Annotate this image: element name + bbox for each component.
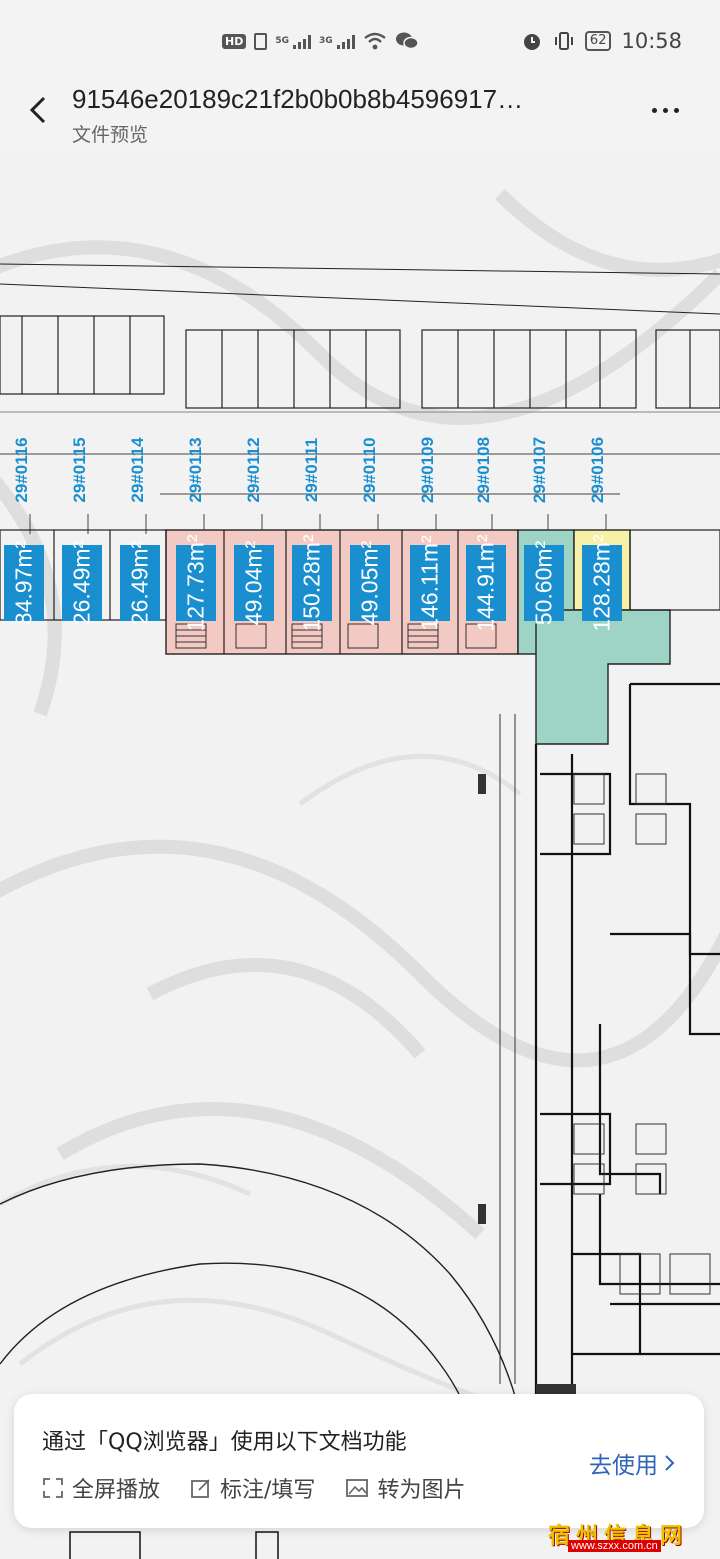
annotate-label: 标注/填写 xyxy=(220,1478,316,1503)
qq-browser-promo-card[interactable]: 通过「QQ浏览器」使用以下文档功能 全屏播放 标注/填写 转为图片 去使用 xyxy=(14,1394,704,1528)
more-options-icon[interactable] xyxy=(652,100,692,120)
chevron-right-icon xyxy=(665,1455,675,1471)
unit-number: 29#0115 xyxy=(70,437,89,503)
hd-icon: HD xyxy=(222,33,247,49)
convert-image-action[interactable]: 转为图片 xyxy=(345,1472,465,1504)
annotate-action[interactable]: 标注/填写 xyxy=(190,1472,315,1504)
image-icon xyxy=(346,1479,369,1497)
fullscreen-label: 全屏播放 xyxy=(72,1478,161,1503)
promo-actions: 全屏播放 标注/填写 转为图片 xyxy=(42,1472,465,1504)
page-subtitle: 文件预览 xyxy=(72,124,149,146)
status-time: 10:58 xyxy=(621,29,682,53)
unit-number: 29#0110 xyxy=(360,437,379,503)
fullscreen-icon xyxy=(43,1478,63,1498)
edit-icon xyxy=(191,1479,210,1498)
unit-area-tag: 150.28m² xyxy=(292,534,332,632)
unit-number: 29#0116 xyxy=(12,437,31,503)
unit-number: 29#0113 xyxy=(186,437,205,503)
unit-area-tag: 49.04m² xyxy=(234,541,274,625)
unit-area-tag: 127.73m² xyxy=(176,534,216,632)
unit-number: 29#0114 xyxy=(128,437,147,503)
unit-number: 29#0108 xyxy=(474,436,493,504)
document-preview[interactable]: 29#0116 29#0115 29#0114 29#0113 29#0112 … xyxy=(0,154,720,1559)
site-watermark-logo: 宿州信息网 www.szxx.com.cn xyxy=(548,1518,698,1552)
status-bar: HD 5G 3G 62 10:58 xyxy=(0,0,720,80)
unit-area-tag: 49.05m² xyxy=(350,541,390,625)
signal-icon xyxy=(293,33,311,49)
wifi-icon xyxy=(363,32,386,50)
network-b-label: 3G xyxy=(319,36,333,46)
alarm-icon xyxy=(523,34,540,50)
unit-area-tag: 84.97m² xyxy=(4,541,44,625)
watermark-url: www.szxx.com.cn xyxy=(568,1540,661,1552)
battery-icon: 62 xyxy=(584,31,612,51)
app-header: 91546e20189c21f2b0b0b8b4596917… 文件预览 xyxy=(0,80,720,154)
unit-area-tag: 128.28m² xyxy=(582,534,622,632)
convert-image-label: 转为图片 xyxy=(377,1478,466,1503)
unit-area-tag: 26.49m² xyxy=(62,541,102,625)
sim-icon xyxy=(254,32,268,50)
page-title: 91546e20189c21f2b0b0b8b4596917… xyxy=(72,84,524,114)
status-right-icons: 62 10:58 xyxy=(521,26,682,56)
wechat-icon xyxy=(395,32,419,50)
unit-area-tag: 144.91m² xyxy=(466,534,506,632)
signal-icon xyxy=(336,33,355,49)
unit-number: 29#0109 xyxy=(418,436,437,504)
unit-area-tag: 146.11m² xyxy=(410,535,450,631)
floorplan-drawing xyxy=(0,189,720,1559)
unit-area-tag: 50.60m² xyxy=(524,541,564,625)
unit-number: 29#0112 xyxy=(244,437,263,503)
unit-number: 29#0111 xyxy=(302,437,321,503)
back-arrow-icon[interactable] xyxy=(24,94,56,126)
unit-number: 29#0107 xyxy=(530,436,549,504)
promo-title: 通过「QQ浏览器」使用以下文档功能 xyxy=(42,1430,407,1455)
unit-area-tag: 26.49m² xyxy=(120,541,160,625)
status-left-icons: HD 5G 3G xyxy=(222,26,419,56)
unit-number: 29#0106 xyxy=(588,436,607,504)
vibrate-icon xyxy=(554,32,573,50)
fullscreen-play-action[interactable]: 全屏播放 xyxy=(42,1472,160,1504)
use-now-label: 去使用 xyxy=(589,1453,658,1479)
use-now-button[interactable]: 去使用 xyxy=(589,1446,676,1480)
network-a-label: 5G xyxy=(275,36,289,46)
